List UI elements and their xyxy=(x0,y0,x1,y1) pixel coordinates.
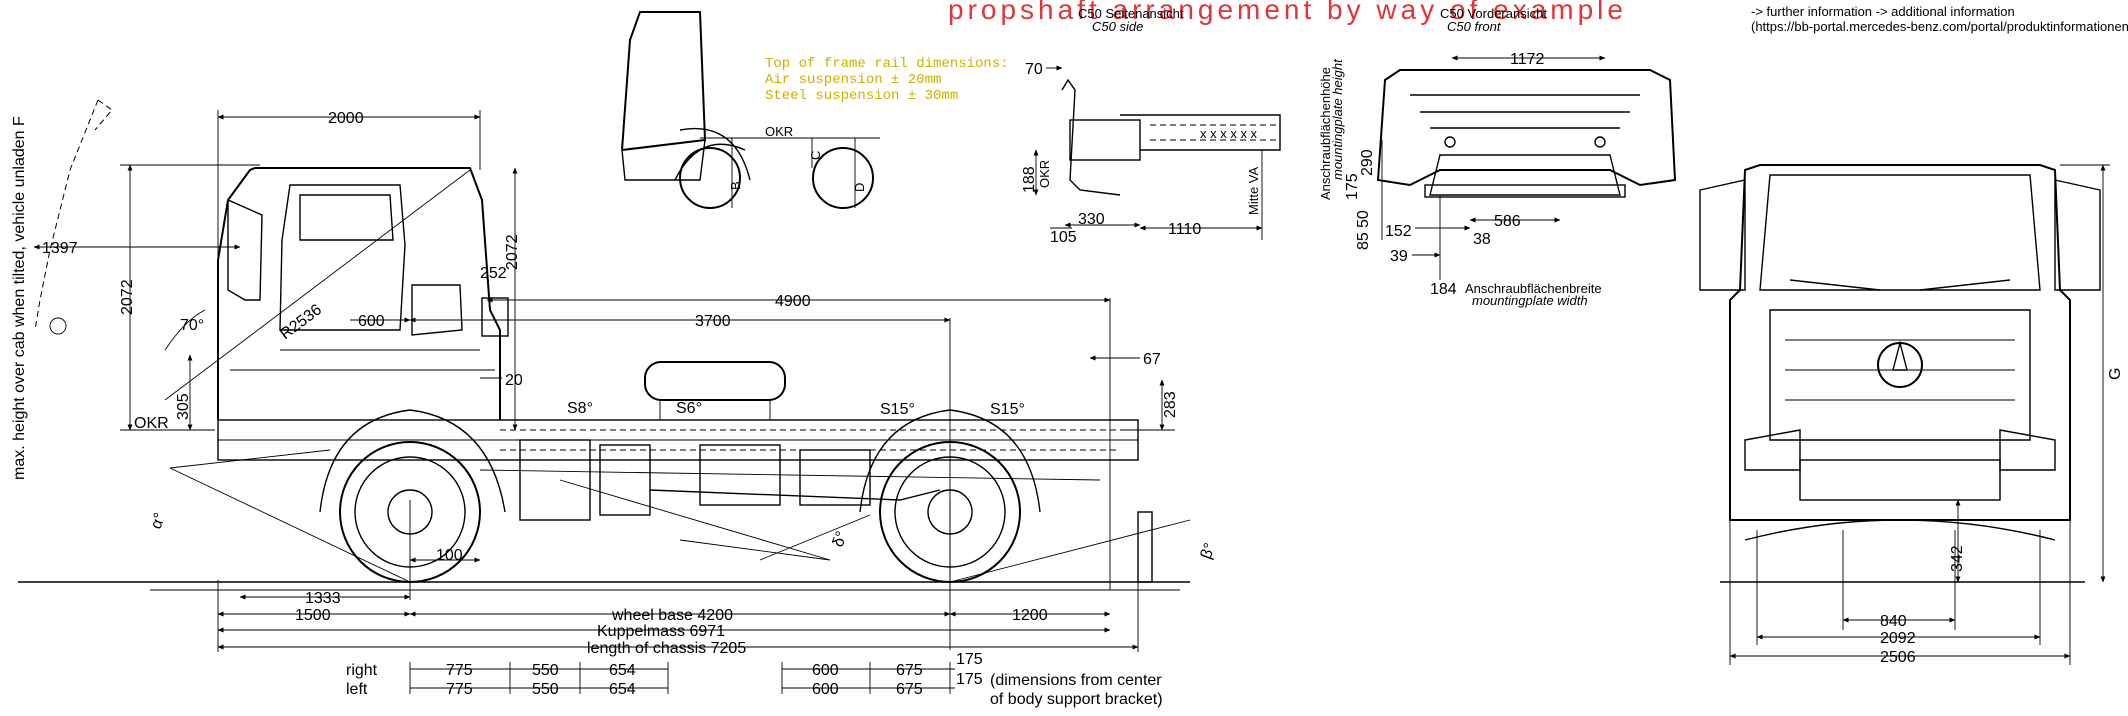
c50-front-view: C50 Vorderansicht C50 front 1172 Anschra… xyxy=(1318,6,1677,308)
dim-100: 100 xyxy=(436,547,463,564)
dim-4900: 4900 xyxy=(775,293,811,310)
small-cab-okr: OKR xyxy=(765,124,793,139)
dim-1500: 1500 xyxy=(295,607,331,624)
c50-dim-38: 38 xyxy=(1473,231,1491,248)
c50-dim-105: 105 xyxy=(1050,229,1077,246)
c50-dim-50: 50 xyxy=(1355,210,1372,228)
info-line-2: (https://bb-portal.mercedes-benz.com/por… xyxy=(1751,19,2128,34)
c50-height-en: mountingplate height xyxy=(1330,58,1345,180)
dim-2072-right: 2072 xyxy=(504,234,521,270)
c50-dim-175: 175 xyxy=(1344,173,1361,200)
dim-2000: 2000 xyxy=(328,110,364,127)
kuppelmass-label: Kuppelmass 6971 xyxy=(597,623,725,640)
dim-252: 252 xyxy=(480,265,507,282)
radius-2536: R2536 xyxy=(277,301,325,343)
dim-3700: 3700 xyxy=(695,313,731,330)
c50-front-title-en: C50 front xyxy=(1447,19,1502,34)
dim-1200: 1200 xyxy=(1012,607,1048,624)
angle-alpha: α° xyxy=(148,511,169,532)
angle-s15-a: S15° xyxy=(880,401,915,418)
watermark-text: propshaft arrangement by way of example xyxy=(948,0,1627,25)
angle-s6: S6° xyxy=(676,400,702,417)
c50-width-en: mountingplate width xyxy=(1472,293,1588,308)
angle-70: 70° xyxy=(180,317,204,334)
bracket-note-2: of body support bracket) xyxy=(990,691,1163,708)
wheelbase-label: wheel base 4200 xyxy=(611,607,733,624)
c50-height-de: Anschraubflächenhöhe xyxy=(1318,67,1333,200)
front-dim-2506: 2506 xyxy=(1880,649,1916,666)
dim-1333: 1333 xyxy=(305,590,341,607)
frame-note: Top of frame rail dimensions: Air suspen… xyxy=(765,56,1009,104)
angle-beta: β° xyxy=(1198,541,1219,561)
front-dim-342: 342 xyxy=(1949,545,1966,572)
bracket-right-label: right xyxy=(346,662,378,679)
dim-20: 20 xyxy=(505,372,523,389)
dim-1397: 1397 xyxy=(42,240,78,257)
c50-okr: OKR xyxy=(1037,160,1052,188)
dim-67: 67 xyxy=(1143,351,1161,368)
angle-s15-b: S15° xyxy=(990,401,1025,418)
bracket-r-175: 175 xyxy=(956,651,983,668)
c50-crosshatch: x x x x x x xyxy=(1200,126,1258,141)
info-line-1: -> further information -> additional inf… xyxy=(1751,4,2015,19)
c50-width-de: Anschraubflächenbreite xyxy=(1465,281,1602,296)
max-height-label: max. height over cab when tilted, vehicl… xyxy=(11,116,28,480)
angle-delta: δ° xyxy=(830,529,851,549)
small-cab-d: D xyxy=(852,183,867,192)
bracket-note-1: (dimensions from center xyxy=(990,672,1162,689)
bracket-r-654: 654 xyxy=(609,662,636,679)
dim-305: 305 xyxy=(175,393,192,420)
c50-side-title: C50 Seitenansicht xyxy=(1078,6,1184,21)
bracket-left-label: left xyxy=(346,681,368,698)
c50-dim-586: 586 xyxy=(1494,213,1521,230)
c50-mitte-va: Mitte VA xyxy=(1246,167,1261,215)
c50-dim-70: 70 xyxy=(1025,61,1043,78)
front-dim-g: G xyxy=(2107,368,2124,380)
c50-dim-1110: 1110 xyxy=(1168,221,1201,238)
small-cab-view: OKR B C D xyxy=(621,11,880,209)
front-view: G 342 840 2092 2506 xyxy=(1699,164,2124,666)
bracket-l-600: 600 xyxy=(812,681,839,698)
c50-dim-85: 85 xyxy=(1355,232,1372,250)
front-dim-840: 840 xyxy=(1880,613,1907,630)
c50-dim-152: 152 xyxy=(1385,223,1412,240)
dim-283: 283 xyxy=(1162,391,1179,418)
c50-dim-184: 184 xyxy=(1430,281,1457,298)
bracket-dimensions: right left 775 550 654 775 550 654 600 6… xyxy=(346,651,1163,708)
c50-side-title-en: C50 side xyxy=(1092,19,1143,34)
bracket-l-175: 175 xyxy=(956,671,983,688)
bracket-l-675: 675 xyxy=(896,681,923,698)
bracket-r-675: 675 xyxy=(896,662,923,679)
c50-dim-1172: 1172 xyxy=(1510,51,1545,68)
c50-dim-330: 330 xyxy=(1078,211,1105,228)
small-cab-b: B xyxy=(728,181,743,190)
bracket-l-550: 550 xyxy=(532,681,559,698)
c50-dim-188: 188 xyxy=(1021,166,1038,193)
c50-front-title: C50 Vorderansicht xyxy=(1440,6,1547,21)
dim-600: 600 xyxy=(358,313,385,330)
dim-2072-left: 2072 xyxy=(119,279,136,315)
c50-side-view: C50 Seitenansicht C50 side 70 x x x x x … xyxy=(1021,6,1281,246)
frame-note-air: Air suspension ± 20mm xyxy=(765,72,941,88)
bracket-r-550: 550 xyxy=(532,662,559,679)
small-cab-c: C xyxy=(808,151,823,160)
frame-note-steel: Steel suspension ± 30mm xyxy=(765,88,958,104)
chassis-length-label: length of chassis 7205 xyxy=(587,640,746,657)
c50-dim-39: 39 xyxy=(1390,248,1408,265)
okr-label: OKR xyxy=(134,415,169,432)
frame-note-title: Top of frame rail dimensions: xyxy=(765,56,1009,72)
bracket-r-600: 600 xyxy=(812,662,839,679)
front-dim-2092: 2092 xyxy=(1880,630,1916,647)
bracket-l-654: 654 xyxy=(609,681,636,698)
bracket-l-775: 775 xyxy=(446,681,473,698)
bracket-r-775: 775 xyxy=(446,662,473,679)
angle-s8: S8° xyxy=(567,400,593,417)
c50-dim-290: 290 xyxy=(1359,149,1376,176)
